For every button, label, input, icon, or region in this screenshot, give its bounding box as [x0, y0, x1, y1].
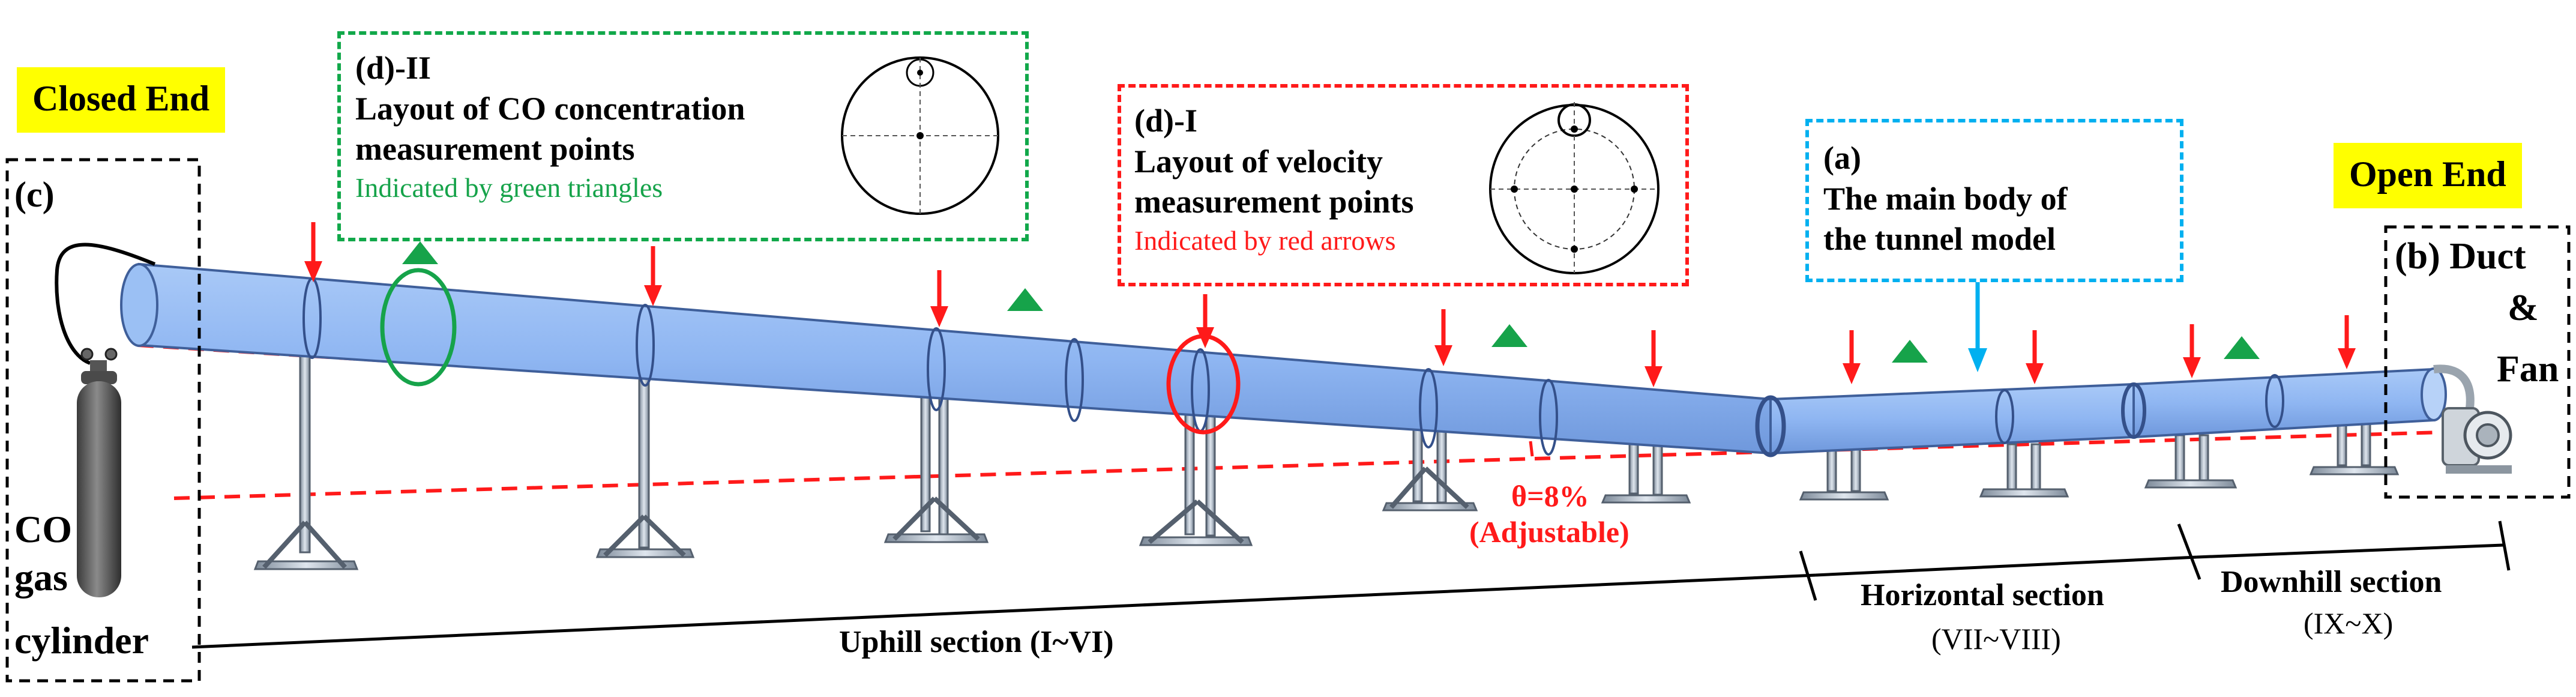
slope-adjustable-label: (Adjustable) — [1469, 515, 1630, 549]
closed-end-label: Closed End — [17, 67, 226, 133]
section-dimension-lines — [191, 520, 2511, 649]
co-layout-cross-section-icon — [841, 56, 999, 215]
tunnel-uphill-section — [138, 262, 1772, 455]
tunnel-closed-end-face — [120, 263, 158, 347]
co-layout-subtitle: Indicated by green triangles — [355, 172, 663, 203]
downhill-section-range: (IX~X) — [2304, 606, 2394, 640]
duct-fan-unit — [2433, 364, 2512, 474]
co-layout-title-line1: Layout of CO concentration — [355, 90, 745, 127]
velocity-layout-title-line1: Layout of velocity — [1134, 143, 1383, 180]
slope-angle-label: θ=8% — [1511, 479, 1589, 513]
co-layout-tag: (d)-II — [355, 50, 432, 86]
velocity-layout-box-text: (d)-I Layout of velocity measurement poi… — [1134, 101, 1414, 258]
horizontal-section-label: Horizontal section — [1861, 578, 2104, 612]
theta-angle-tick — [1529, 441, 1534, 457]
duct-fan-frame — [2384, 225, 2571, 499]
velocity-layout-tag: (d)-I — [1134, 103, 1197, 139]
uphill-section-label: Uphill section (I~VI) — [839, 625, 1114, 659]
horizontal-section-range: (VII~VIII) — [1931, 622, 2061, 656]
b-tag-line1: (b) Duct — [2395, 236, 2526, 277]
main-body-title-line2: the tunnel model — [1823, 221, 2056, 257]
main-body-box-text: (a) The main body of the tunnel model — [1823, 138, 2068, 260]
co-cylinder-label-line2: gas — [14, 556, 68, 599]
co-cylinder-label-line1: CO — [14, 508, 72, 551]
velocity-layout-cross-section-icon — [1489, 102, 1660, 274]
velocity-layout-box: (d)-I Layout of velocity measurement poi… — [1118, 84, 1689, 286]
co-cylinder-frame — [5, 158, 201, 683]
b-tag-line2: & — [2508, 288, 2539, 328]
co-layout-box: (d)-II Layout of CO concentration measur… — [337, 31, 1029, 241]
velocity-layout-subtitle: Indicated by red arrows — [1134, 225, 1396, 256]
main-body-title-line1: The main body of — [1823, 180, 2068, 217]
co-layout-box-text: (d)-II Layout of CO concentration measur… — [355, 48, 745, 205]
reference-line-horizontal — [173, 430, 2443, 500]
velocity-layout-title-line2: measurement points — [1134, 184, 1414, 220]
open-end-label: Open End — [2334, 143, 2522, 208]
co-measurement-highlight — [380, 268, 457, 387]
co-gas-cylinder — [55, 243, 156, 597]
b-tag-line3: Fan — [2497, 349, 2559, 390]
c-tag: (c) — [14, 175, 55, 214]
velocity-arrows — [304, 222, 2356, 387]
main-body-pointer-arrow — [1968, 282, 1987, 372]
co-layout-title-line2: measurement points — [355, 131, 635, 167]
support-stands — [253, 350, 2400, 570]
co-cylinder-label-line3: cylinder — [14, 619, 149, 662]
main-body-tag: (a) — [1823, 140, 1861, 176]
main-body-box: (a) The main body of the tunnel model — [1805, 119, 2183, 282]
downhill-section-label: Downhill section — [2221, 565, 2442, 599]
co-triangles — [402, 241, 2260, 363]
